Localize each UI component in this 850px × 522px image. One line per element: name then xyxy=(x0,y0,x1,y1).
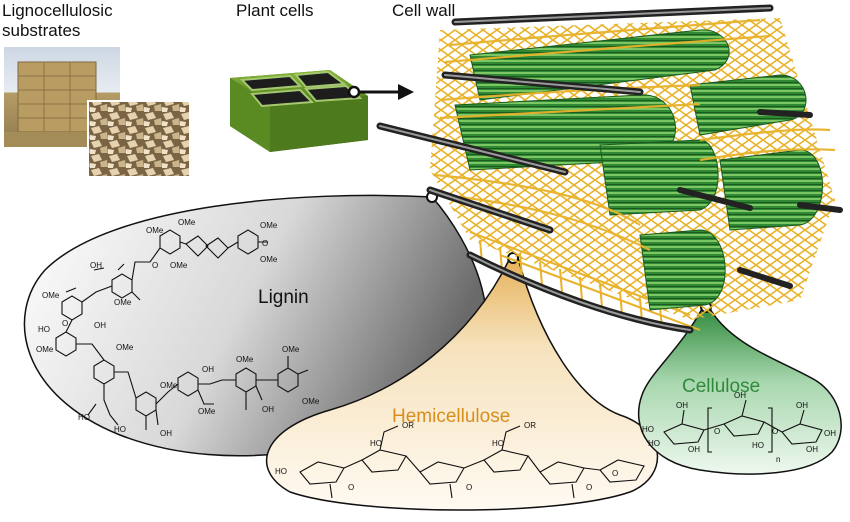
svg-text:HO: HO xyxy=(114,425,126,434)
svg-text:n: n xyxy=(776,455,780,464)
svg-text:OH: OH xyxy=(94,321,106,330)
svg-text:O: O xyxy=(62,319,68,328)
svg-text:HO: HO xyxy=(78,413,90,422)
hemicellulose-atom-labels: HO OR OR HO HO O O O O xyxy=(275,421,618,492)
svg-text:OMe: OMe xyxy=(236,355,254,364)
svg-text:OMe: OMe xyxy=(114,298,132,307)
plant-cells-label: Plant cells xyxy=(236,1,314,20)
svg-text:HO: HO xyxy=(752,441,764,450)
arrow-to-cell-wall xyxy=(347,84,414,100)
cell-wall-structure xyxy=(376,4,843,334)
plant-cells-block xyxy=(230,70,368,152)
svg-text:OR: OR xyxy=(402,421,414,430)
svg-text:OH: OH xyxy=(262,405,274,414)
svg-text:HO: HO xyxy=(642,425,654,434)
svg-text:OH: OH xyxy=(734,391,746,400)
svg-text:OH: OH xyxy=(160,429,172,438)
svg-text:OMe: OMe xyxy=(116,343,134,352)
svg-text:O: O xyxy=(612,469,618,478)
svg-text:OH: OH xyxy=(796,401,808,410)
substrates-label-line1: Lignocellulosic xyxy=(2,1,113,20)
svg-text:OMe: OMe xyxy=(282,345,300,354)
svg-text:OH: OH xyxy=(676,401,688,410)
svg-text:O: O xyxy=(262,239,268,248)
svg-text:OMe: OMe xyxy=(160,381,178,390)
svg-text:O: O xyxy=(586,483,592,492)
svg-text:HO: HO xyxy=(370,439,382,448)
svg-text:OMe: OMe xyxy=(198,407,216,416)
svg-text:OMe: OMe xyxy=(178,218,196,227)
svg-text:OH: OH xyxy=(824,429,836,438)
svg-text:O: O xyxy=(466,483,472,492)
hemicellulose-structure xyxy=(299,425,645,499)
svg-text:HO: HO xyxy=(38,325,50,334)
svg-text:OH: OH xyxy=(202,365,214,374)
svg-text:OR: OR xyxy=(524,421,536,430)
svg-text:OMe: OMe xyxy=(260,255,278,264)
svg-text:HO: HO xyxy=(492,439,504,448)
svg-text:OH: OH xyxy=(806,445,818,454)
svg-text:OMe: OMe xyxy=(302,397,320,406)
cell-wall-label: Cell wall xyxy=(392,1,456,20)
svg-text:OMe: OMe xyxy=(260,221,278,230)
substrates-label-line2: substrates xyxy=(2,21,81,40)
svg-text:HO: HO xyxy=(648,439,660,448)
svg-text:OH: OH xyxy=(90,261,102,270)
wood-chips-photo xyxy=(87,100,191,178)
cellulose-atom-labels: OH HO HO OH O OH HO O n OH OH OH xyxy=(642,391,836,464)
svg-text:OMe: OMe xyxy=(170,261,188,270)
cellulose-structure xyxy=(663,399,823,453)
lignin-label: Lignin xyxy=(258,287,309,308)
svg-text:O: O xyxy=(714,427,720,436)
svg-text:OMe: OMe xyxy=(146,226,164,235)
svg-text:OH: OH xyxy=(688,445,700,454)
svg-text:HO: HO xyxy=(275,467,287,476)
hay-bales-photo xyxy=(4,47,120,147)
svg-text:O: O xyxy=(152,261,158,270)
lignin-structure xyxy=(55,229,309,430)
svg-text:OMe: OMe xyxy=(42,291,60,300)
svg-text:OMe: OMe xyxy=(36,345,54,354)
svg-text:O: O xyxy=(348,483,354,492)
cellulose-label: Cellulose xyxy=(682,376,761,397)
hemicellulose-label: Hemicellulose xyxy=(392,406,511,427)
svg-text:O: O xyxy=(772,427,778,436)
lignin-atom-labels: OMe OMe OMe O OMe O OMe OH OMe OMe O HO … xyxy=(36,218,320,438)
